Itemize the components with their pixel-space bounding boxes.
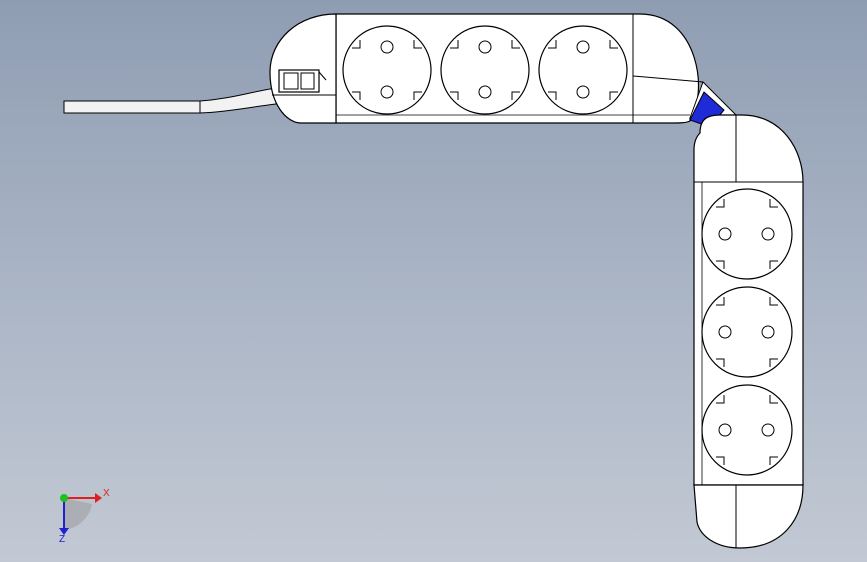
reference-triad: X Z [59,488,110,545]
power-cable[interactable] [63,87,277,114]
x-axis-label: X [103,488,110,499]
z-axis-label: Z [59,534,65,545]
power-switch[interactable] [278,69,327,93]
socket-v-2[interactable] [701,286,793,378]
socket-h-2[interactable] [440,25,530,115]
y-axis-dot [60,494,68,502]
socket-h-1[interactable] [342,25,432,115]
socket-v-1[interactable] [701,188,793,280]
socket-h-3[interactable] [538,25,628,115]
vertical-strip-section[interactable] [693,114,804,549]
triad-plane-shade [64,498,92,530]
horizontal-strip-section[interactable] [269,13,704,124]
socket-v-3[interactable] [701,384,793,476]
